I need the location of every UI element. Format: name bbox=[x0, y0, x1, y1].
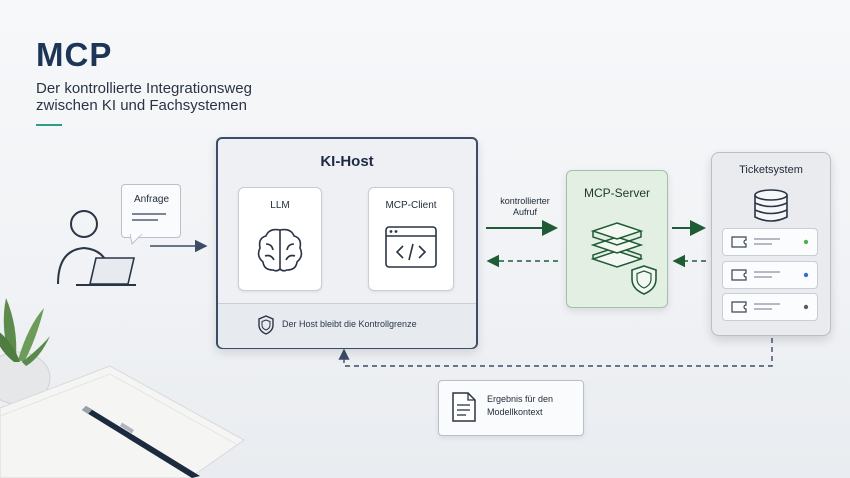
llm-label: LLM bbox=[270, 200, 290, 211]
call-label: kontrollierter Aufruf bbox=[488, 196, 562, 218]
mcp-client-label: MCP-Client bbox=[385, 200, 437, 211]
ticketsystem-title: Ticketsystem bbox=[739, 164, 803, 176]
server-shield-icon bbox=[631, 265, 657, 295]
ki-host-container: KI-Host LLM MCP-Client De bbox=[216, 137, 478, 349]
host-title: KI-Host bbox=[320, 153, 374, 170]
server-stack-icon bbox=[590, 222, 644, 268]
page-title: MCP bbox=[36, 36, 113, 73]
server-title: MCP-Server bbox=[583, 186, 650, 200]
accent-divider bbox=[36, 124, 62, 126]
brain-icon bbox=[257, 228, 303, 272]
status-dot-2 bbox=[803, 272, 810, 279]
result-line-1: Ergebnis für den bbox=[487, 394, 554, 404]
user-icon bbox=[57, 210, 136, 286]
result-line-2: Modellkontext bbox=[487, 407, 543, 417]
mcp-server-box: MCP-Server bbox=[566, 170, 668, 308]
mcp-client-card: MCP-Client bbox=[368, 187, 454, 291]
notebook-icon bbox=[0, 365, 245, 478]
subtitle-line-2: zwischen KI und Fachsystemen bbox=[36, 97, 247, 114]
pen-icon bbox=[82, 406, 200, 478]
call-label-line1: kontrollierter bbox=[500, 196, 550, 206]
host-boundary-bar: Der Host bleibt die Kontrollgrenze bbox=[218, 303, 476, 348]
llm-card: LLM bbox=[238, 187, 322, 291]
return-path bbox=[338, 338, 773, 367]
plant-icon bbox=[0, 298, 51, 405]
ticketsystem-box: Ticketsystem bbox=[711, 152, 831, 336]
ticket-row-3 bbox=[722, 293, 818, 321]
text-lines-icon bbox=[132, 213, 166, 221]
database-icon bbox=[754, 189, 788, 222]
request-bubble: Anfrage bbox=[121, 184, 181, 238]
request-label: Anfrage bbox=[134, 194, 170, 205]
subtitle-line-1: Der kontrollierte Integrationsweg bbox=[36, 80, 252, 97]
status-dot-1 bbox=[803, 238, 810, 245]
ticket-rows-art bbox=[731, 236, 810, 313]
ticket-row-1 bbox=[722, 228, 818, 256]
document-icon bbox=[452, 392, 476, 422]
shield-icon bbox=[258, 315, 274, 335]
boundary-note: Der Host bleibt die Kontrollgrenze bbox=[282, 319, 417, 329]
bubble-tail bbox=[130, 234, 143, 246]
code-window-icon bbox=[385, 226, 437, 268]
call-label-line2: Aufruf bbox=[512, 207, 537, 217]
status-dot-3 bbox=[803, 304, 810, 311]
ticket-row-2 bbox=[722, 261, 818, 289]
result-card: Ergebnis für den Modellkontext bbox=[438, 380, 584, 436]
laptop-icon bbox=[76, 257, 136, 286]
